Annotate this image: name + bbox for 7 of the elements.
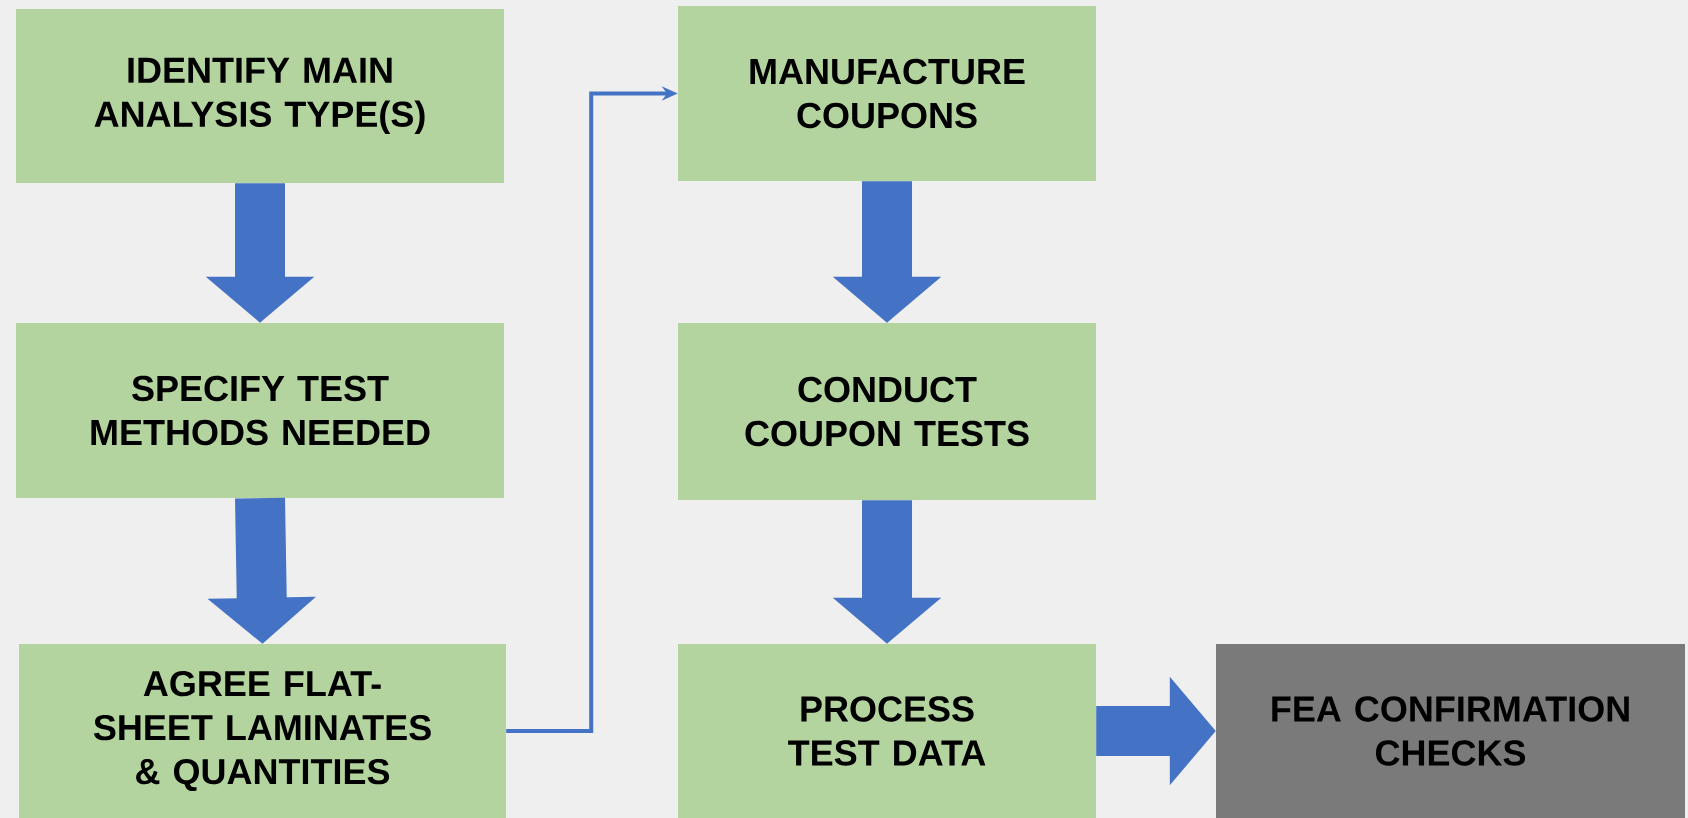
process-box: FEA CONFIRMATION CHECKS: [1216, 644, 1685, 818]
process-box: AGREE FLAT-SHEET LAMINATES & QUANTITIES: [19, 644, 506, 818]
process-box: SPECIFY TEST METHODS NEEDED: [16, 323, 504, 498]
process-box: IDENTIFY MAIN ANALYSIS TYPE(S): [16, 9, 504, 183]
process-box: PROCESS TEST DATA: [678, 644, 1096, 818]
process-box: MANUFACTURE COUPONS: [678, 6, 1096, 181]
process-box: CONDUCT COUPON TESTS: [678, 323, 1096, 500]
